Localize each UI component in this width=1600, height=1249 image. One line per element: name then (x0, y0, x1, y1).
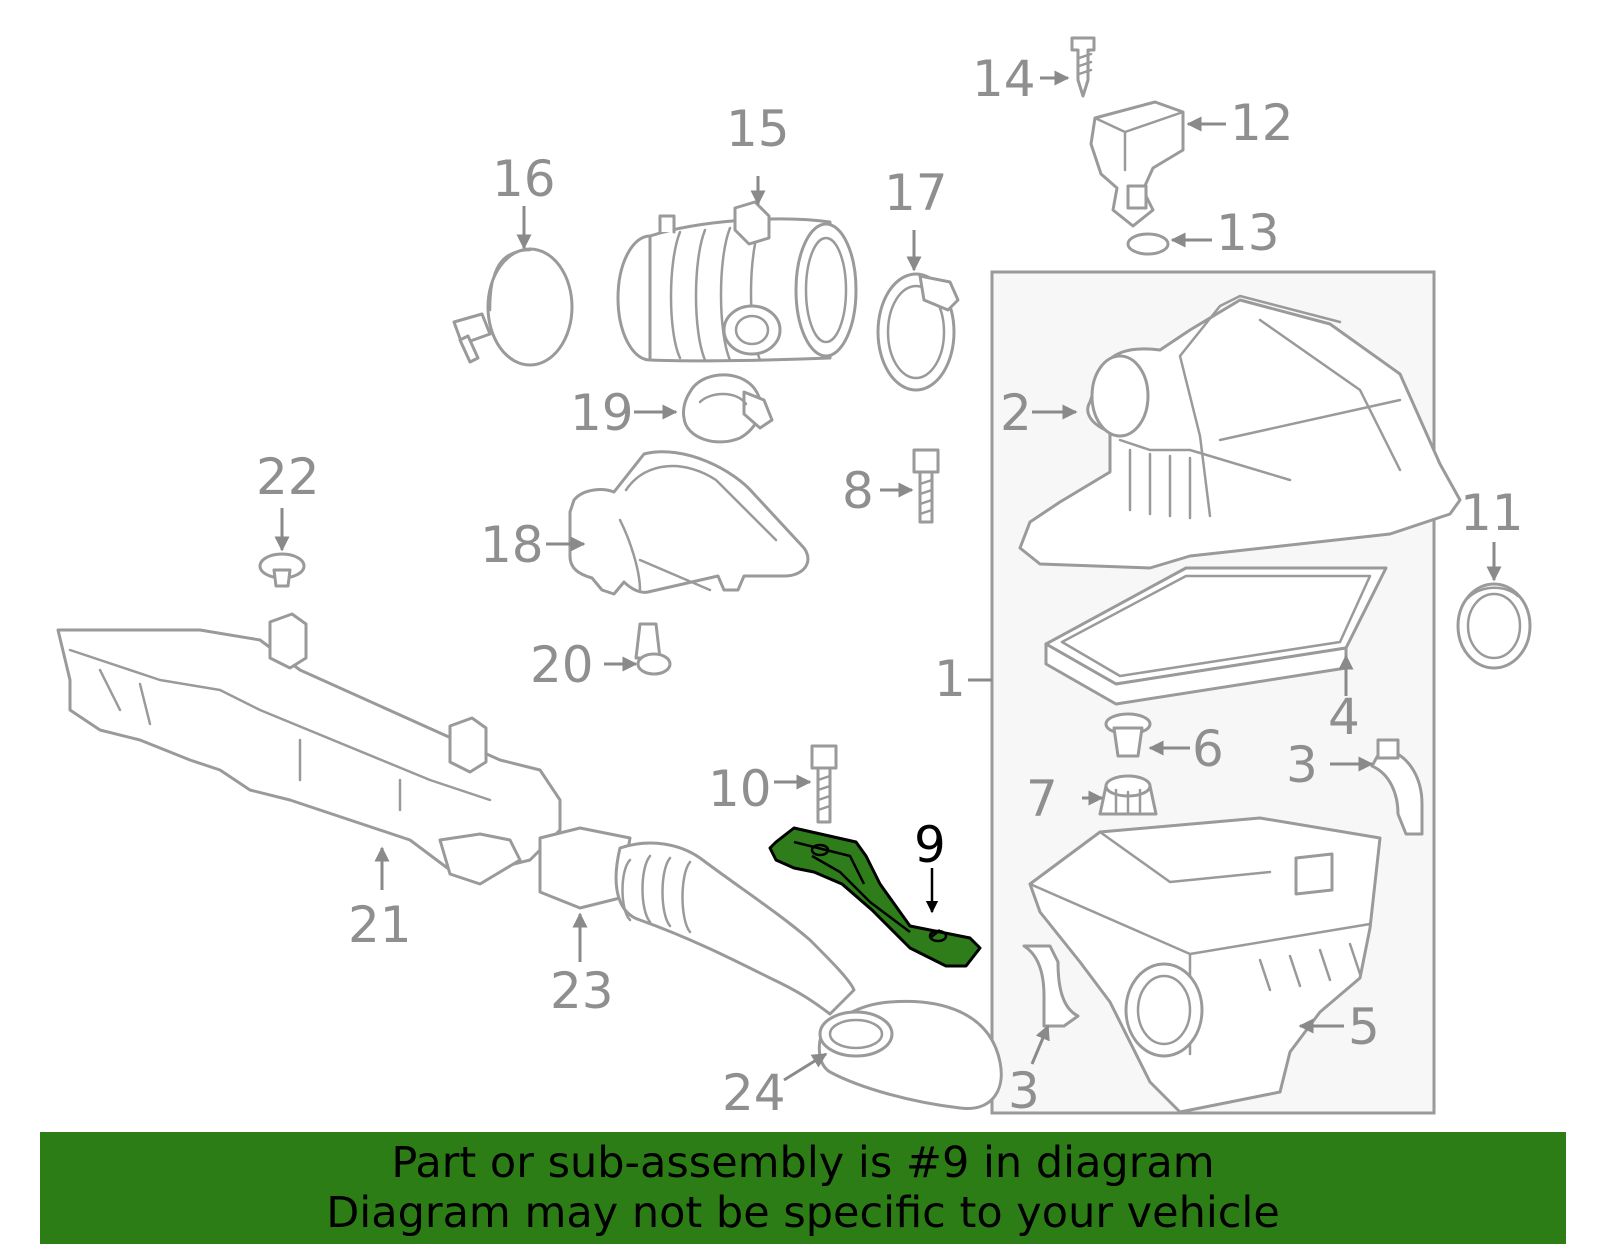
callout-7: 7 (1026, 770, 1058, 828)
part-23-hose (538, 826, 856, 1016)
part-21-duct (56, 612, 562, 886)
callout-3-lower: 3 (1008, 1062, 1040, 1120)
part-22-clip (258, 552, 306, 588)
part-12-sensor (1089, 100, 1185, 228)
part-6-grommet (1104, 712, 1152, 758)
part-19-clamp (682, 373, 774, 444)
part-3-clip-lower (1022, 944, 1080, 1028)
part-11-seal (1456, 582, 1532, 670)
callout-17: 17 (884, 164, 948, 222)
callout-4: 4 (1328, 688, 1360, 746)
callout-13: 13 (1216, 204, 1280, 262)
callout-5: 5 (1348, 998, 1380, 1056)
callout-23: 23 (550, 962, 614, 1020)
part-17-clamp (876, 272, 960, 392)
part-10-bolt (810, 744, 838, 824)
callout-1: 1 (934, 650, 966, 708)
callout-21: 21 (348, 896, 412, 954)
callout-20: 20 (530, 636, 594, 694)
callout-16: 16 (492, 150, 556, 208)
part-5-lower-case (1028, 816, 1382, 1114)
callout-3-upper: 3 (1286, 736, 1318, 794)
part-18-resonator (568, 450, 810, 596)
part-13-o-ring (1126, 232, 1170, 256)
part-24-hose (817, 999, 1003, 1110)
callout-24: 24 (722, 1064, 786, 1122)
part-3-clip-upper (1370, 738, 1424, 836)
callout-labels: 14 12 13 15 16 17 19 18 8 20 22 21 23 24… (256, 50, 1524, 1122)
callout-22: 22 (256, 448, 320, 506)
callout-2: 2 (1000, 384, 1032, 442)
part-20-pin (634, 622, 672, 676)
callout-15: 15 (726, 100, 790, 158)
callout-11: 11 (1460, 484, 1524, 542)
callout-10: 10 (708, 760, 772, 818)
callout-9-highlighted: 9 (914, 816, 946, 874)
part-15-adapter (616, 200, 858, 363)
info-banner: Part or sub-assembly is #9 in diagram Di… (40, 1132, 1566, 1244)
callout-8: 8 (842, 462, 874, 520)
callout-18: 18 (480, 516, 544, 574)
callout-14: 14 (972, 50, 1036, 108)
callout-6: 6 (1192, 720, 1224, 778)
part-2-upper-case (1018, 294, 1462, 570)
part-16-clamp (452, 247, 574, 367)
callout-19: 19 (570, 384, 634, 442)
part-14-screw (1070, 36, 1096, 98)
callout-12: 12 (1230, 94, 1294, 152)
part-8-bolt (912, 448, 940, 524)
banner-line-2: Diagram may not be specific to your vehi… (326, 1188, 1280, 1238)
leader-lines (274, 70, 1502, 1082)
banner-line-1: Part or sub-assembly is #9 in diagram (391, 1138, 1215, 1188)
part-7-grommet (1098, 774, 1158, 816)
part-4-filter (1044, 566, 1388, 706)
part-9-bracket-highlighted (768, 826, 982, 968)
